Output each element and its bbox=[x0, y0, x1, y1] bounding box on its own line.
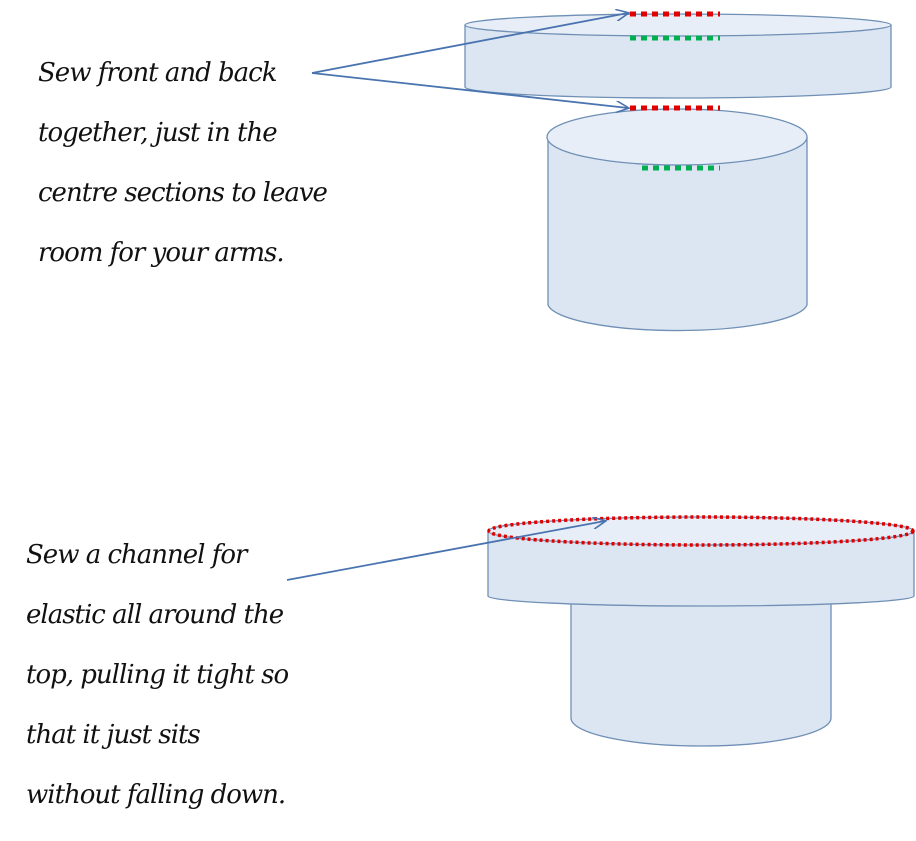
top-narrow-cylinder-body bbox=[547, 137, 808, 332]
arrow-to-narrow-seam bbox=[311, 72, 628, 108]
bottom-wide-cylinder-body bbox=[487, 531, 915, 607]
bottom-narrow-cylinder bbox=[570, 589, 832, 747]
top-wide-cylinder bbox=[464, 13, 892, 99]
caption-top-line-3: centre sections to leave bbox=[38, 178, 328, 208]
caption-bottom-line-4: that it just sits bbox=[26, 720, 201, 750]
caption-bottom-line-1: Sew a channel for bbox=[26, 540, 247, 570]
caption-top-line-1: Sew front and back bbox=[38, 58, 278, 88]
caption-bottom-line-2: elastic all around the bbox=[26, 600, 284, 630]
caption-bottom-line-5: without falling down. bbox=[26, 780, 286, 810]
bottom-narrow-cylinder-body bbox=[570, 589, 832, 747]
caption-bottom-line-3: top, pulling it tight so bbox=[26, 660, 289, 690]
caption-bottom: Sew a channel for elastic all around the… bbox=[26, 525, 316, 825]
arrow-to-elastic-channel bbox=[286, 521, 605, 581]
caption-top-line-4: room for your arms. bbox=[38, 238, 285, 268]
top-narrow-cylinder bbox=[546, 108, 808, 332]
caption-top: Sew front and back together, just in the… bbox=[38, 43, 328, 283]
top-narrow-cylinder-rim bbox=[546, 108, 808, 166]
elastic-channel-seam bbox=[487, 515, 915, 547]
arrow-to-wide-seam bbox=[311, 13, 628, 74]
caption-top-line-2: together, just in the bbox=[38, 118, 278, 148]
